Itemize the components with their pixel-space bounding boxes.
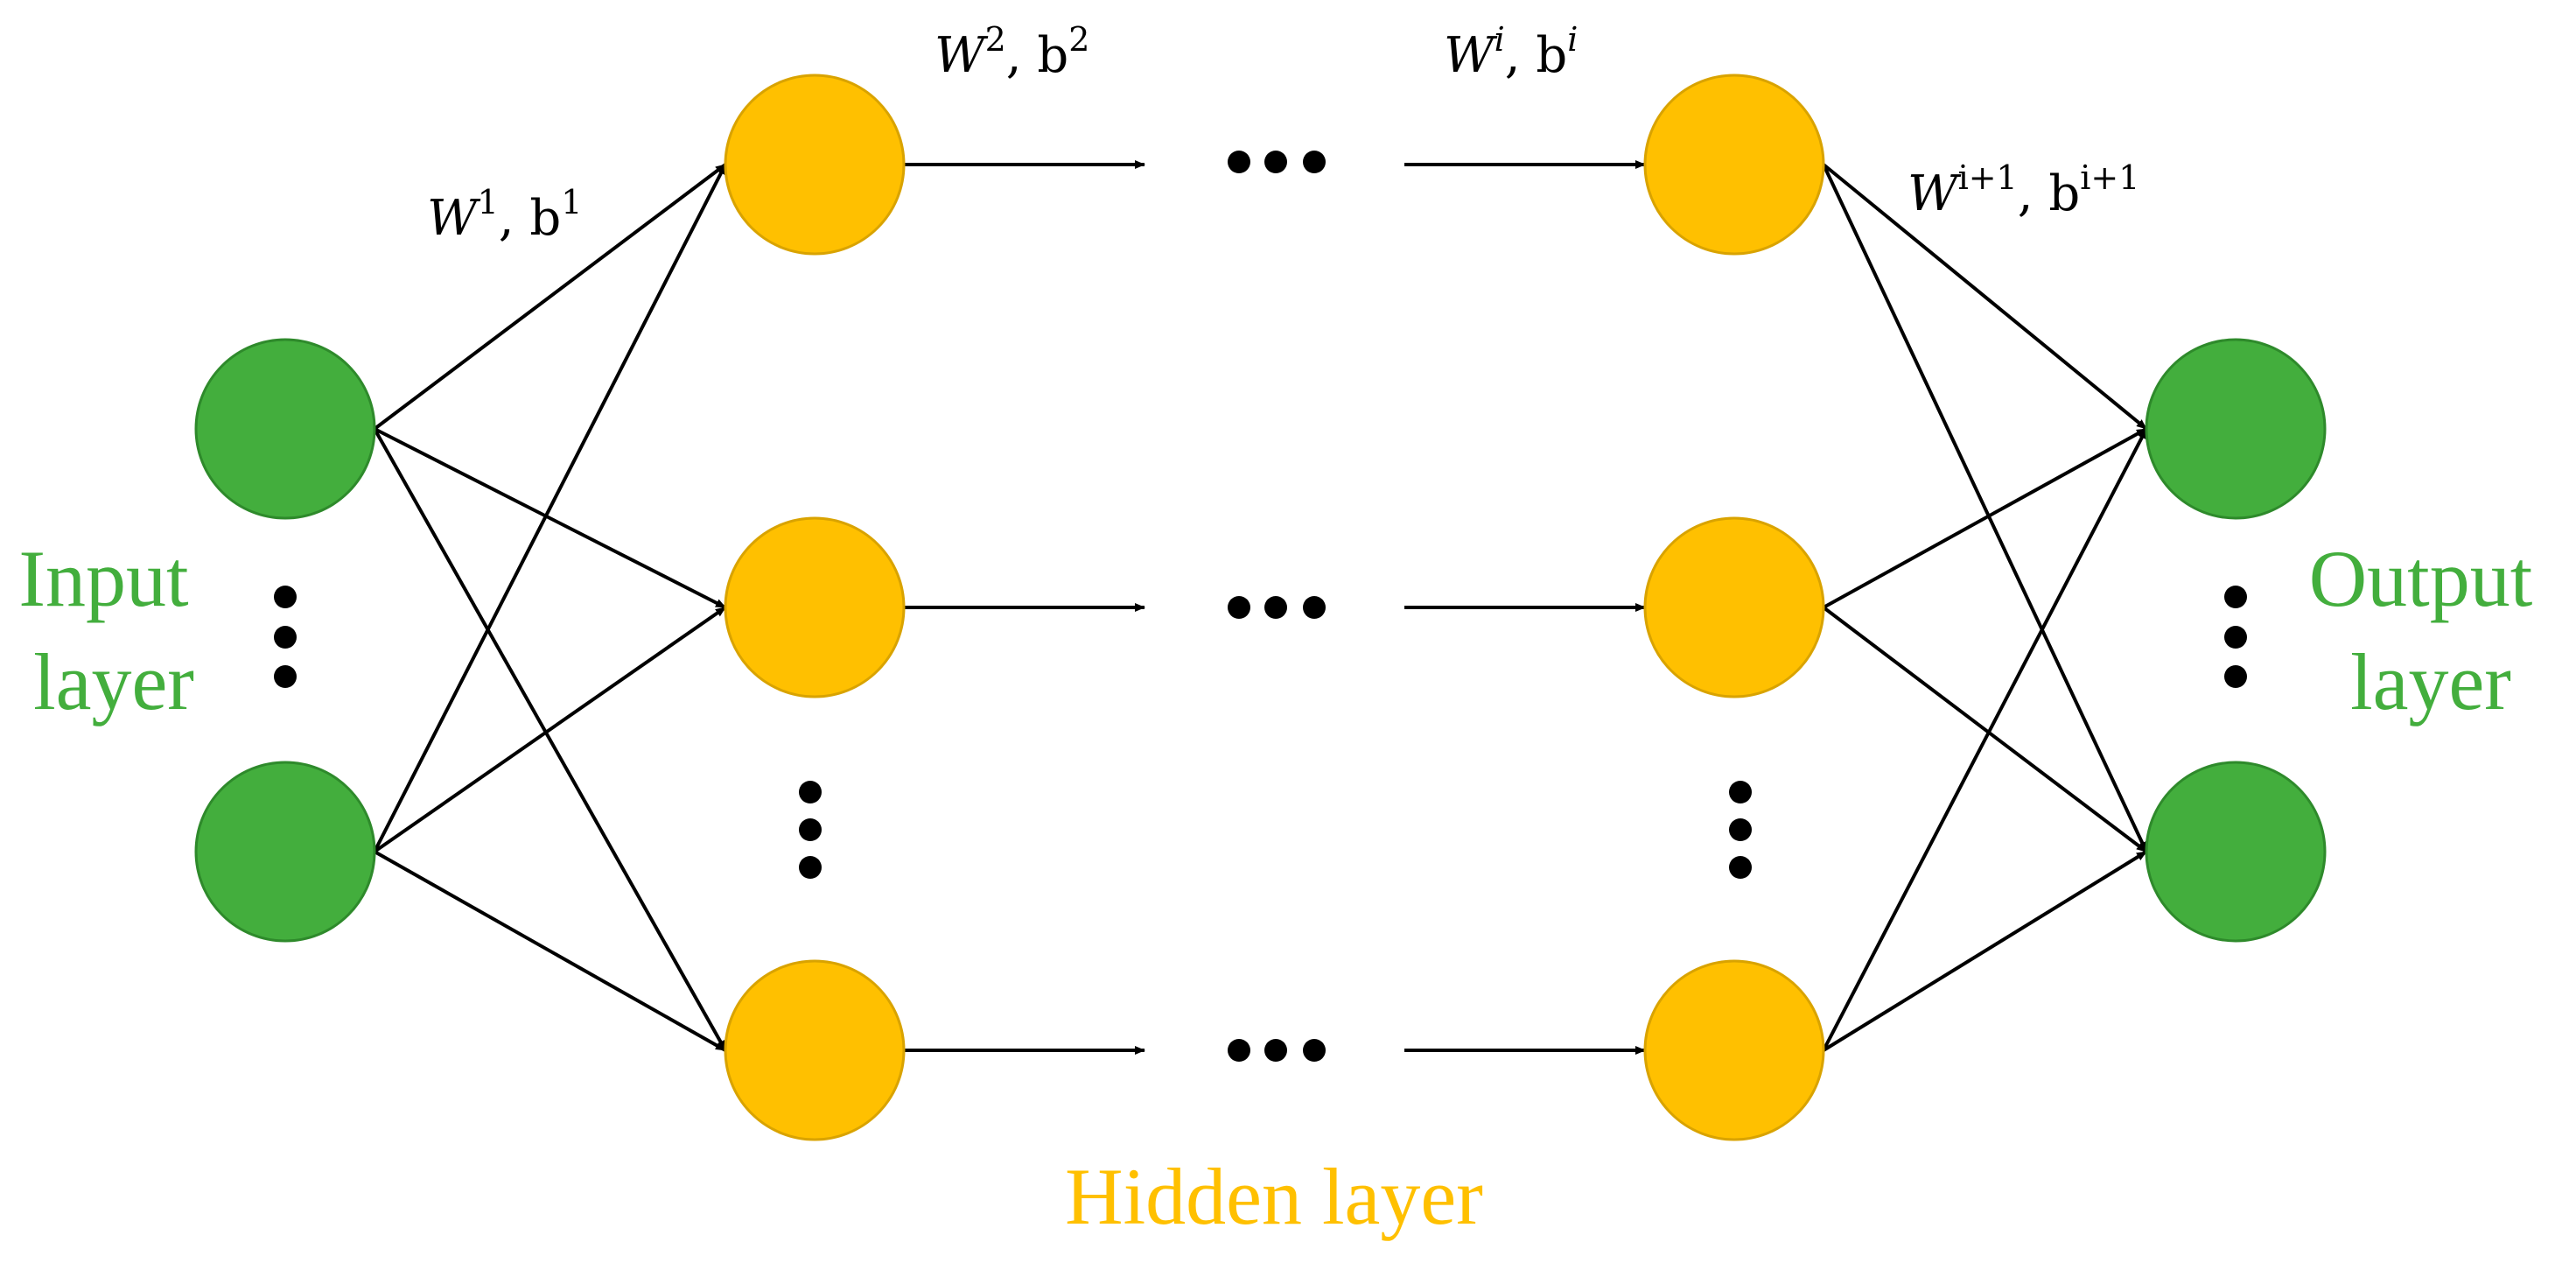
hidden-first-node-3 [724,959,906,1141]
edge-last-hidden-2-to-output-2 [1822,606,2148,853]
horizontal-ellipsis-1-dot-1 [1228,151,1250,173]
input-layer-label-line-2: layer [33,637,194,726]
output-layer-label-line-2: layer [2350,637,2511,726]
hidden-last-node-2 [1643,516,1825,698]
edge-last-hidden-1-to-output-2 [1822,164,2148,853]
horizontal-ellipsis-1-dot-3 [1303,151,1326,173]
neurons [194,74,2327,1141]
input-node-1 [194,338,376,520]
vertical-ellipsis-2-dot-1 [2224,586,2247,608]
input-node-2 [194,761,376,943]
output-layer-label: Output layer [2309,534,2553,726]
output-node-2 [2145,761,2327,943]
weight-label-i: Wi, bi [1444,20,1578,84]
edge-last-hidden-1-to-output-1 [1822,163,2148,431]
vertical-ellipsis-1-dot-2 [274,626,297,649]
vertical-ellipsis-3-dot-1 [799,781,822,803]
horizontal-ellipsis-3-dot-2 [1264,1039,1287,1062]
hidden-layer-label: Hidden layer [1065,1152,1483,1241]
vertical-ellipsis-3-dot-3 [799,856,822,879]
edge-input-1-to-hidden-3 [373,428,727,1051]
input-layer-label-line-1: Input [18,534,189,623]
output-node-1 [2145,338,2327,520]
vertical-ellipsis-2-dot-3 [2224,665,2247,688]
edge-input-2-to-hidden-2 [373,606,727,853]
edge-input-2-to-hidden-3 [374,850,726,1052]
vertical-ellipsis-2-dot-2 [2224,626,2247,649]
input-layer-label: Input layer [18,534,208,726]
edge-last-hidden-3-to-output-2 [1822,850,2148,1052]
edge-last-hidden-2-to-output-1 [1823,427,2147,609]
edge-input-1-to-hidden-2 [374,427,726,609]
horizontal-ellipsis-3-dot-3 [1303,1039,1326,1062]
ellipses [274,151,2247,1062]
vertical-ellipsis-3-dot-2 [799,818,822,841]
weight-label-i-plus-1: Wi+1, bi+1 [1908,158,2139,222]
horizontal-ellipsis-2-dot-3 [1303,596,1326,619]
weight-label-1: W1, b1 [427,183,582,247]
hidden-first-node-1 [724,74,906,256]
hidden-last-node-3 [1643,959,1825,1141]
vertical-ellipsis-1-dot-3 [274,665,297,688]
horizontal-ellipsis-1-dot-2 [1264,151,1287,173]
connections [373,160,2148,1055]
hidden-last-node-1 [1643,74,1825,256]
edge-input-1-to-hidden-1 [373,163,727,431]
vertical-ellipsis-4-dot-1 [1729,781,1752,803]
edge-input-2-to-hidden-1 [373,164,727,853]
weight-label-2: W2, b2 [934,20,1089,84]
hidden-first-node-2 [724,516,906,698]
vertical-ellipsis-4-dot-2 [1729,818,1752,841]
output-layer-label-line-1: Output [2309,534,2533,623]
horizontal-ellipsis-3-dot-1 [1228,1039,1250,1062]
vertical-ellipsis-4-dot-3 [1729,856,1752,879]
horizontal-ellipsis-2-dot-2 [1264,596,1287,619]
edge-last-hidden-3-to-output-1 [1822,428,2148,1051]
horizontal-ellipsis-2-dot-1 [1228,596,1250,619]
vertical-ellipsis-1-dot-1 [274,586,297,608]
